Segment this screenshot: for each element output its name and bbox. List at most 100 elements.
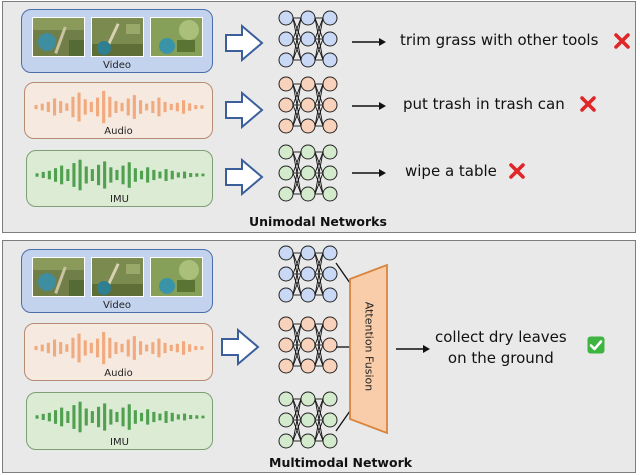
network-node <box>300 144 316 160</box>
waveform-bar <box>54 168 58 182</box>
network-node <box>322 10 338 26</box>
network-edge <box>314 151 324 195</box>
network-edge <box>314 323 324 346</box>
waveform-bar <box>164 411 168 423</box>
network-node <box>300 391 316 407</box>
network-node <box>322 31 338 47</box>
waveform-bar <box>47 170 51 180</box>
waveform-bar <box>41 413 45 420</box>
waveform-bar <box>120 102 124 112</box>
imu-waveform <box>35 401 205 433</box>
network-node <box>278 316 294 332</box>
waveform-bar <box>140 170 144 180</box>
hollow-arrow-icon <box>225 90 264 130</box>
network-node <box>278 165 294 181</box>
waveform-bar <box>114 342 118 354</box>
waveform-bar <box>59 101 63 113</box>
network-node <box>300 10 316 26</box>
checkmark-icon <box>587 336 605 354</box>
waveform-bar <box>53 98 57 116</box>
imu-network <box>278 144 338 202</box>
audio-waveform <box>34 90 204 124</box>
waveform-bar <box>164 169 168 181</box>
waveform-bar <box>102 90 106 124</box>
prediction-line-1: collect dry leaves <box>435 328 567 346</box>
waveform-bar <box>96 97 100 117</box>
waveform-bar <box>139 341 143 355</box>
waveform-bar <box>182 100 186 114</box>
waveform-bar <box>163 101 167 113</box>
network-edge <box>314 83 324 127</box>
network-edge <box>314 17 324 61</box>
video-label: Video <box>102 300 132 311</box>
network-edge <box>292 83 302 106</box>
audio-prediction: put trash in trash can <box>403 95 565 113</box>
waveform-bar <box>158 171 162 179</box>
network-node <box>322 144 338 160</box>
video-frame-1 <box>32 17 85 57</box>
network-edge <box>292 398 302 421</box>
waveform-bar <box>34 346 38 351</box>
waveform-bar <box>127 162 131 188</box>
waveform-bar <box>78 159 82 191</box>
network-edge <box>292 172 302 195</box>
waveform-bar <box>126 98 130 116</box>
network-node <box>322 337 338 353</box>
waveform-bar <box>170 170 174 180</box>
network-node <box>300 433 316 449</box>
waveform-bar <box>146 409 150 425</box>
waveform-bar <box>46 101 50 113</box>
waveform-bar <box>151 101 155 113</box>
waveform-bar <box>151 342 155 354</box>
attention-fusion-block <box>349 263 388 435</box>
network-node <box>278 433 294 449</box>
waveform-bar <box>97 406 101 428</box>
waveform-bar <box>109 409 113 425</box>
waveform-bar <box>176 414 180 420</box>
waveform-bar <box>102 331 106 365</box>
multimodal-title: Multimodal Network <box>269 455 413 470</box>
waveform-bar <box>145 103 149 111</box>
network-node <box>278 412 294 428</box>
waveform-bar <box>200 346 204 350</box>
network-node <box>278 52 294 68</box>
multimodal-panel: Video Audio IMU Attention Fusion collect… <box>2 240 636 473</box>
video-input-box: Video <box>21 9 213 73</box>
waveform-bar <box>34 105 38 110</box>
network-node <box>300 337 316 353</box>
network-node <box>300 76 316 92</box>
waveform-bar <box>200 105 204 109</box>
network-edge <box>314 17 324 40</box>
hollow-arrow-icon <box>225 157 264 197</box>
waveform-bar <box>72 405 76 429</box>
waveform-bar <box>66 411 70 423</box>
waveform-bar <box>189 173 193 178</box>
waveform-bar <box>103 161 107 189</box>
waveform-bar <box>77 92 81 122</box>
network-node <box>300 412 316 428</box>
waveform-bar <box>182 341 186 355</box>
network-edge <box>292 252 302 275</box>
multimodal-network-graphics <box>221 245 430 449</box>
waveform-bar <box>145 344 149 352</box>
waveform-bar <box>78 401 82 433</box>
network-edge <box>292 151 302 174</box>
output-arrow-icon <box>396 345 430 353</box>
video-label: Video <box>102 60 132 71</box>
imu-input-box: IMU <box>26 392 213 450</box>
network-edge <box>314 419 324 442</box>
waveform-bar <box>108 96 112 118</box>
waveform-bar <box>66 169 70 181</box>
imu-network <box>278 391 338 449</box>
network-node <box>322 266 338 282</box>
waveform-bar <box>132 336 136 360</box>
waveform-bar <box>84 408 88 426</box>
network-edge <box>314 344 324 367</box>
network-edge <box>314 172 324 195</box>
network-node <box>278 144 294 160</box>
waveform-bar <box>170 412 174 422</box>
waveform-bar <box>54 410 58 424</box>
waveform-bar <box>41 171 45 178</box>
waveform-bar <box>157 97 161 117</box>
network-edge <box>314 398 324 442</box>
